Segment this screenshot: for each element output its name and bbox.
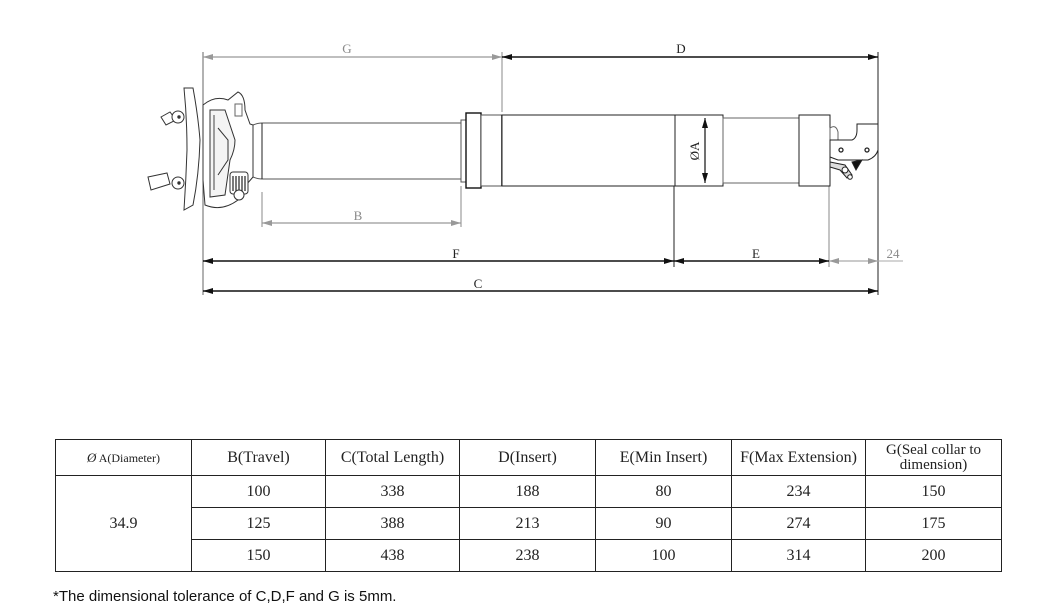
table-header-row: Ø A(Diameter) B(Travel) C(Total Length) … xyxy=(55,439,1002,476)
cell-diameter: 34.9 xyxy=(55,475,192,572)
cell-travel: 125 xyxy=(191,507,326,540)
cell-seal-collar: 150 xyxy=(865,475,1002,508)
cell-min-insert: 80 xyxy=(595,475,732,508)
dim-label-24: 24 xyxy=(887,246,901,261)
dim-E: E xyxy=(674,246,829,264)
cell-insert: 238 xyxy=(459,539,596,572)
header-travel: B(Travel) xyxy=(191,439,326,476)
header-total-length: C(Total Length) xyxy=(325,439,460,476)
seatpost-dimension-drawing: G D B F E 24 C xyxy=(147,41,903,295)
cell-travel: 150 xyxy=(191,539,326,572)
dim-label-diameter-a: ØA xyxy=(687,141,702,160)
cell-insert: 213 xyxy=(459,507,596,540)
header-insert: D(Insert) xyxy=(459,439,596,476)
dim-label-d: D xyxy=(676,41,685,56)
header-max-extension: F(Max Extension) xyxy=(731,439,866,476)
dim-G: G xyxy=(203,41,502,60)
cell-seal-collar: 175 xyxy=(865,507,1002,540)
header-diameter: Ø A(Diameter) xyxy=(55,439,192,476)
cell-seal-collar: 200 xyxy=(865,539,1002,572)
cell-max-extension: 274 xyxy=(731,507,866,540)
cell-min-insert: 90 xyxy=(595,507,732,540)
dim-C: C xyxy=(203,276,878,294)
cell-total-length: 388 xyxy=(325,507,460,540)
cell-max-extension: 314 xyxy=(731,539,866,572)
dimension-spec-table: Ø A(Diameter) B(Travel) C(Total Length) … xyxy=(55,439,1002,572)
seatpost-body xyxy=(252,112,831,189)
cell-total-length: 438 xyxy=(325,539,460,572)
cable-actuator xyxy=(829,123,879,180)
saddle-clamp-head xyxy=(147,87,254,211)
diameter-callout: ØA xyxy=(687,118,708,183)
table-row: 150 438 238 100 314 200 xyxy=(56,539,1002,572)
diameter-symbol-icon: Ø xyxy=(86,449,97,465)
dim-label-e: E xyxy=(752,246,760,261)
dim-label-b: B xyxy=(354,208,363,223)
cell-max-extension: 234 xyxy=(731,475,866,508)
dim-label-c: C xyxy=(474,276,483,291)
dim-D: D xyxy=(502,41,878,60)
header-min-insert: E(Min Insert) xyxy=(595,439,732,476)
dim-label-f: F xyxy=(452,246,459,261)
cell-travel: 100 xyxy=(191,475,326,508)
cell-min-insert: 100 xyxy=(595,539,732,572)
cell-insert: 188 xyxy=(459,475,596,508)
dim-B: B xyxy=(262,208,461,226)
dim-label-g: G xyxy=(342,41,351,56)
tolerance-footnote: *The dimensional tolerance of C,D,F and … xyxy=(53,588,397,605)
dim-F: F xyxy=(203,246,674,264)
header-seal-collar: G(Seal collar to dimension) xyxy=(865,439,1002,476)
table-row: 125 388 213 90 274 175 xyxy=(56,507,1002,540)
cell-total-length: 338 xyxy=(325,475,460,508)
dim-clearance-24: 24 xyxy=(829,246,903,264)
table-row: 34.9 100 338 188 80 234 150 xyxy=(55,475,1002,572)
